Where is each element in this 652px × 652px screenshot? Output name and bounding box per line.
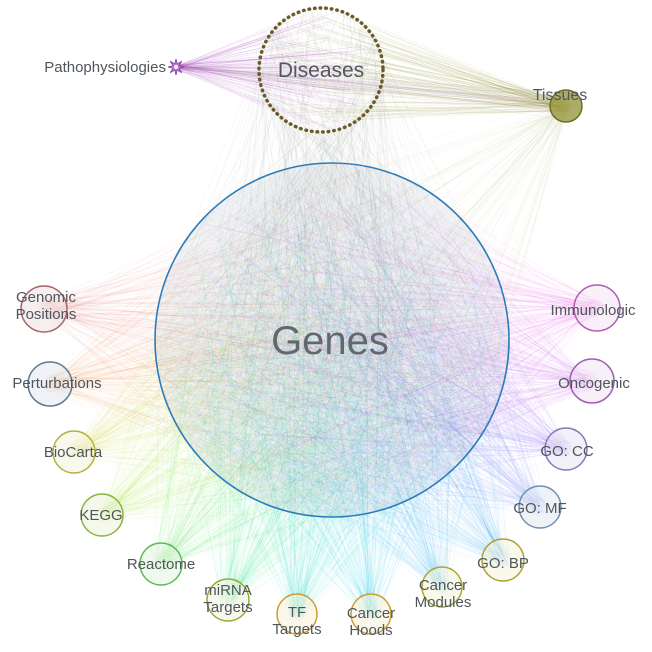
edge-bundle-cancer_hoods-genes bbox=[165, 169, 500, 621]
node-reactome[interactable] bbox=[139, 542, 183, 586]
node-immunologic[interactable] bbox=[573, 284, 621, 332]
node-genes[interactable] bbox=[154, 162, 510, 518]
edge-bundle-tissues-genes bbox=[163, 99, 573, 501]
node-diseases[interactable] bbox=[257, 6, 385, 134]
edge-bundle-diseases-genes bbox=[158, 7, 501, 507]
edge-bundle-go_bp-genes bbox=[162, 174, 512, 569]
node-tf_targets[interactable] bbox=[276, 593, 318, 635]
node-label-pathophysiologies: Pathophysiologies bbox=[44, 59, 166, 76]
node-biocarta[interactable] bbox=[52, 430, 96, 474]
node-tissues[interactable] bbox=[549, 89, 583, 123]
edge-bundle-go_mf-genes bbox=[158, 176, 548, 517]
edge-bundle-kegg-genes bbox=[93, 177, 499, 524]
edge-bundle-tissues-diseases bbox=[269, 9, 573, 124]
edge-bundle-mirna_targets-genes bbox=[160, 168, 506, 609]
edge-bundle-genomic_positions-genes bbox=[34, 167, 489, 510]
node-go_mf[interactable] bbox=[518, 485, 562, 529]
node-cancer_modules[interactable] bbox=[421, 566, 463, 608]
edge-bundle-pathophysiologies-tissues bbox=[172, 63, 582, 120]
node-perturbations[interactable] bbox=[27, 361, 73, 407]
node-pathophysiologies-center bbox=[173, 64, 179, 70]
edge-bundle-cancer_modules-genes bbox=[175, 164, 502, 595]
edge-bundle-oncogenic-genes bbox=[157, 167, 601, 509]
node-cancer_hoods[interactable] bbox=[350, 593, 392, 635]
edge-bundle-biocarta-genes bbox=[65, 166, 504, 511]
edge-bundle-tf_targets-genes bbox=[158, 166, 501, 623]
node-go_cc[interactable] bbox=[544, 427, 588, 471]
node-genomic_positions[interactable] bbox=[20, 285, 68, 333]
edge-bundle-immunologic-genes bbox=[155, 173, 606, 514]
edge-bundle-reactome-genes bbox=[152, 166, 508, 573]
node-mirna_targets[interactable] bbox=[206, 578, 250, 622]
node-oncogenic[interactable] bbox=[569, 358, 615, 404]
node-circles bbox=[20, 6, 621, 635]
edge-bundles bbox=[34, 7, 606, 623]
node-go_bp[interactable] bbox=[481, 538, 525, 582]
node-kegg[interactable] bbox=[80, 493, 124, 537]
